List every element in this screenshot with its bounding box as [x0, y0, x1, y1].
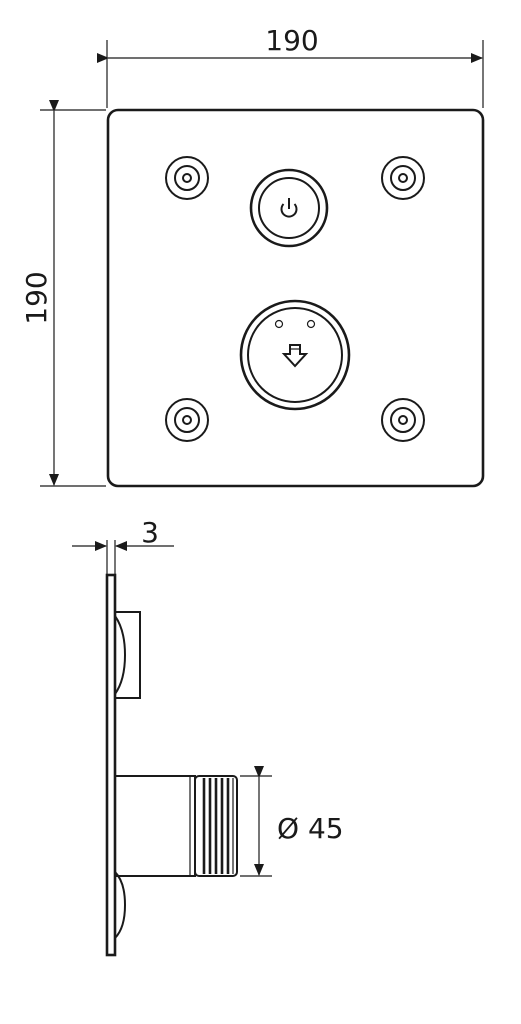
plate-profile [105, 573, 117, 957]
mixer-dial [239, 299, 351, 411]
height-dimension-label: 190 [20, 271, 53, 324]
dial-indicator-dot [274, 319, 284, 329]
down-arrow-icon [281, 344, 309, 368]
front-view: 190 190 [20, 24, 485, 488]
thickness-dimension-label: 3 [141, 516, 159, 549]
screw-head-top [114, 615, 127, 695]
width-dimension-label: 190 [265, 24, 318, 57]
screw-top-right [381, 156, 425, 200]
button-housing [115, 611, 141, 699]
screw-head-bottom [114, 871, 127, 939]
screw-bottom-left [165, 398, 209, 442]
diameter-dimension-label: Ø 45 [277, 812, 344, 845]
handle-body [115, 775, 196, 877]
push-button [249, 168, 329, 248]
screw-bottom-right [381, 398, 425, 442]
dial-indicator-dot [306, 319, 316, 329]
screw-top-left [165, 156, 209, 200]
knurled-grip [194, 775, 238, 877]
power-icon [280, 198, 298, 218]
cover-plate [106, 108, 485, 488]
side-view: 3 Ø 45 [72, 516, 344, 957]
